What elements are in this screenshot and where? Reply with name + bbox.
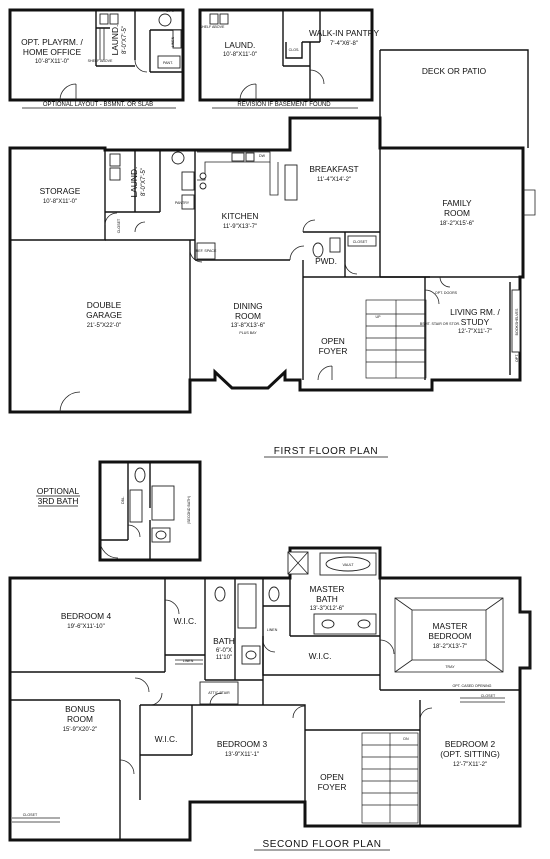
shelf-above-label-2: SHELF ABOVE	[200, 25, 225, 29]
master-bedroom-dim: 18'-2"X13'-7"	[433, 644, 468, 650]
bedroom2-dim: 12'-7"X11'-2"	[453, 762, 487, 768]
closet-label-1: CLOSET	[117, 218, 121, 233]
breakfast-name: BREAKFAST	[309, 164, 358, 174]
dining-dim: 13'-8"X13'-6"	[231, 323, 266, 329]
open-foyer-1-name-2: FOYER	[319, 346, 348, 356]
bedroom2-name-1: BEDROOM 2	[445, 739, 496, 749]
second-floor-fixtures	[12, 551, 531, 824]
kitchen-name: KITCHEN	[222, 211, 259, 221]
garage-name-1: DOUBLE	[87, 300, 122, 310]
bath-dim-1: 6'-0"X	[216, 648, 232, 654]
opt-label: OPT.	[515, 354, 519, 362]
optional-layout-inset: OPT.	[8, 8, 185, 102]
optional-bath-caption-1: OPTIONAL	[37, 486, 80, 496]
closet-label-4: CLOSET	[23, 813, 38, 817]
linen-label-3: LINEN	[267, 628, 278, 632]
laund-main-name: LAUND.	[129, 167, 139, 198]
optional-bath-inset	[98, 460, 202, 562]
open-foyer-2-name-2: FOYER	[318, 782, 347, 792]
opt-layout-label: OPT.	[166, 9, 174, 13]
opt-playroom-name-2: HOME OFFICE	[23, 47, 82, 57]
second-floor-caption: SECOND FLOOR PLAN	[262, 839, 381, 850]
second-bath-label: (SECOND BATH)	[187, 496, 191, 524]
opt-doors-label: OPT. DOORS	[435, 291, 458, 295]
living-name-2: STUDY	[461, 317, 490, 327]
bath-name: BATH	[213, 636, 235, 646]
first-floor-fixtures	[59, 151, 536, 413]
dn-label: DN	[403, 737, 409, 741]
revision-caption: REVISION IF BASEMENT FOUND	[237, 102, 331, 108]
wic-b4-name: W.I.C.	[174, 616, 197, 626]
clos-label-1: CLOS.	[289, 48, 300, 52]
walk-in-pantry-name: WALK-IN PANTRY	[309, 28, 380, 38]
dining-note: PLUS BAY	[239, 331, 257, 335]
closet-label-3: CLOSET	[481, 694, 496, 698]
dining-name-1: DINING	[233, 301, 262, 311]
revision-inset	[198, 8, 374, 102]
bsmt-stair-label: BSMT. STAIR OR STOR.	[420, 322, 460, 326]
wic-b3-name: W.I.C.	[155, 734, 178, 744]
linen-label-1: LINEN	[171, 36, 175, 47]
laund-rev-name: LAUND.	[225, 40, 256, 50]
bedroom2-name-2: (OPT. SITTING)	[440, 749, 500, 759]
living-name-1: LIVING RM. /	[450, 307, 500, 317]
pant-label: PANT.	[163, 61, 173, 65]
bonus-dim: 15'-9"X20'-2"	[63, 727, 98, 733]
master-bath-dim: 13'-3"X12'-6"	[310, 606, 345, 612]
laund-opt-name: LAUND.	[110, 25, 120, 56]
bonus-name-1: BONUS	[65, 704, 95, 714]
tray-label: TRAY	[445, 665, 455, 669]
closet-label-2: CLOSET	[353, 240, 368, 244]
dining-name-2: ROOM	[235, 311, 261, 321]
pwd-name: PWD.	[315, 256, 337, 266]
optional-bath-caption-2: 3RD BATH	[38, 496, 79, 506]
bonus-name-2: ROOM	[67, 714, 93, 724]
master-bedroom-name-1: MASTER	[433, 621, 468, 631]
master-bedroom-name-2: BEDROOM	[428, 631, 471, 641]
living-dim: 12'-7"X11'-7"	[458, 329, 492, 335]
attic-stair-label: ATTIC STAIR	[208, 691, 230, 695]
bedroom3-dim: 13'-9"X11'-1"	[225, 752, 259, 758]
shelf-above-label-1: SHELF ABOVE	[88, 59, 113, 63]
open-foyer-2-name-1: OPEN	[320, 772, 344, 782]
family-name-2: ROOM	[444, 208, 470, 218]
dbl-label: DBL.	[121, 496, 125, 504]
bedroom4-name: BEDROOM 4	[61, 611, 112, 621]
bookshelf-label: BOOKSHELVES	[515, 308, 519, 335]
bedroom4-dim: 19'-6"X11'-10"	[67, 624, 104, 630]
linen-label-2: LINEN	[183, 659, 194, 663]
ref-space-label: REF. SPACE	[196, 249, 217, 253]
pantry-label: PANTRY	[175, 201, 190, 205]
storage-dim: 10'-8"X11'-0"	[43, 199, 77, 205]
walk-in-pantry-dim: 7'-4"X6'-8"	[330, 41, 358, 47]
garage-name-2: GARAGE	[86, 310, 122, 320]
breakfast-dim: 11'-4"X14'-2"	[317, 177, 351, 183]
dw-label: DW	[259, 154, 266, 158]
opt-playroom-dim: 10'-8"X11'-0"	[35, 59, 69, 65]
family-name-1: FAMILY	[442, 198, 472, 208]
master-bath-name-2: BATH	[316, 594, 338, 604]
wic-master-name: W.I.C.	[309, 651, 332, 661]
vault-label: VAULT	[342, 563, 354, 567]
laund-rev-dim: 10'-8"X11'-0"	[223, 52, 257, 58]
first-floor-caption: FIRST FLOOR PLAN	[274, 446, 378, 457]
opt-playroom-name-1: OPT. PLAYRM. /	[21, 37, 83, 47]
laund-main-dim: 8'-0"X7'-5"	[141, 168, 147, 196]
optional-layout-caption: OPTIONAL LAYOUT - BSMNT. OR SLAB	[43, 102, 153, 108]
family-dim: 18'-2"X15'-6"	[440, 221, 475, 227]
open-foyer-1-name-1: OPEN	[321, 336, 345, 346]
master-bath-name-1: MASTER	[310, 584, 345, 594]
laund-opt-dim: 8'-0"X7'-5"	[122, 26, 128, 54]
bath-dim-2: 11'10"	[216, 655, 232, 661]
deck-name: DECK OR PATIO	[422, 66, 487, 76]
storage-name: STORAGE	[40, 186, 81, 196]
bedroom3-name: BEDROOM 3	[217, 739, 268, 749]
kitchen-dim: 11'-9"X13'-7"	[223, 224, 257, 230]
garage-dim: 21'-5"X22'-0"	[87, 323, 122, 329]
opt-cased-label: OPT. CASED OPENING	[453, 684, 492, 688]
up-label: UP	[376, 315, 382, 319]
first-floor-walls	[8, 49, 529, 414]
